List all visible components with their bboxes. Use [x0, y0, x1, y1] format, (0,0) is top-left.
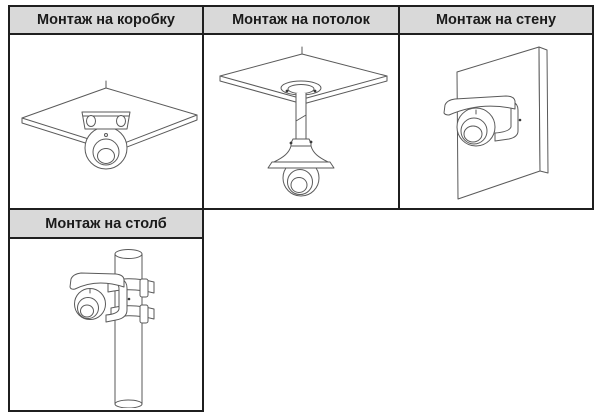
pole-mount-diagram — [69, 249, 155, 408]
header-cell-ceiling-mount: Монтаж на потолок — [202, 5, 400, 35]
diagram-cell-wall-mount — [398, 33, 594, 210]
diagram-cell-pole-mount — [8, 237, 204, 412]
ceiling-mount-diagram — [219, 46, 388, 197]
empty-cell — [399, 209, 593, 238]
header-cell-pole-mount: Монтаж на столб — [8, 208, 204, 239]
empty-cell — [203, 238, 399, 411]
diagram-cell-box-mount — [8, 33, 204, 210]
empty-cell — [203, 209, 399, 238]
empty-cell — [399, 238, 593, 411]
wall-mount-diagram — [443, 46, 549, 200]
bottom-diagram-row — [8, 237, 593, 412]
bottom-header-row: Монтаж на столб — [8, 208, 593, 239]
top-diagram-row — [8, 33, 594, 210]
diagram-cell-ceiling-mount — [202, 33, 400, 210]
header-cell-box-mount: Монтаж на коробку — [8, 5, 204, 35]
box-mount-diagram — [21, 80, 198, 170]
header-cell-wall-mount: Монтаж на стену — [398, 5, 594, 35]
mounting-options-table: Монтаж на коробку Монтаж на потолок Монт… — [8, 5, 594, 412]
top-header-row: Монтаж на коробку Монтаж на потолок Монт… — [8, 5, 594, 35]
